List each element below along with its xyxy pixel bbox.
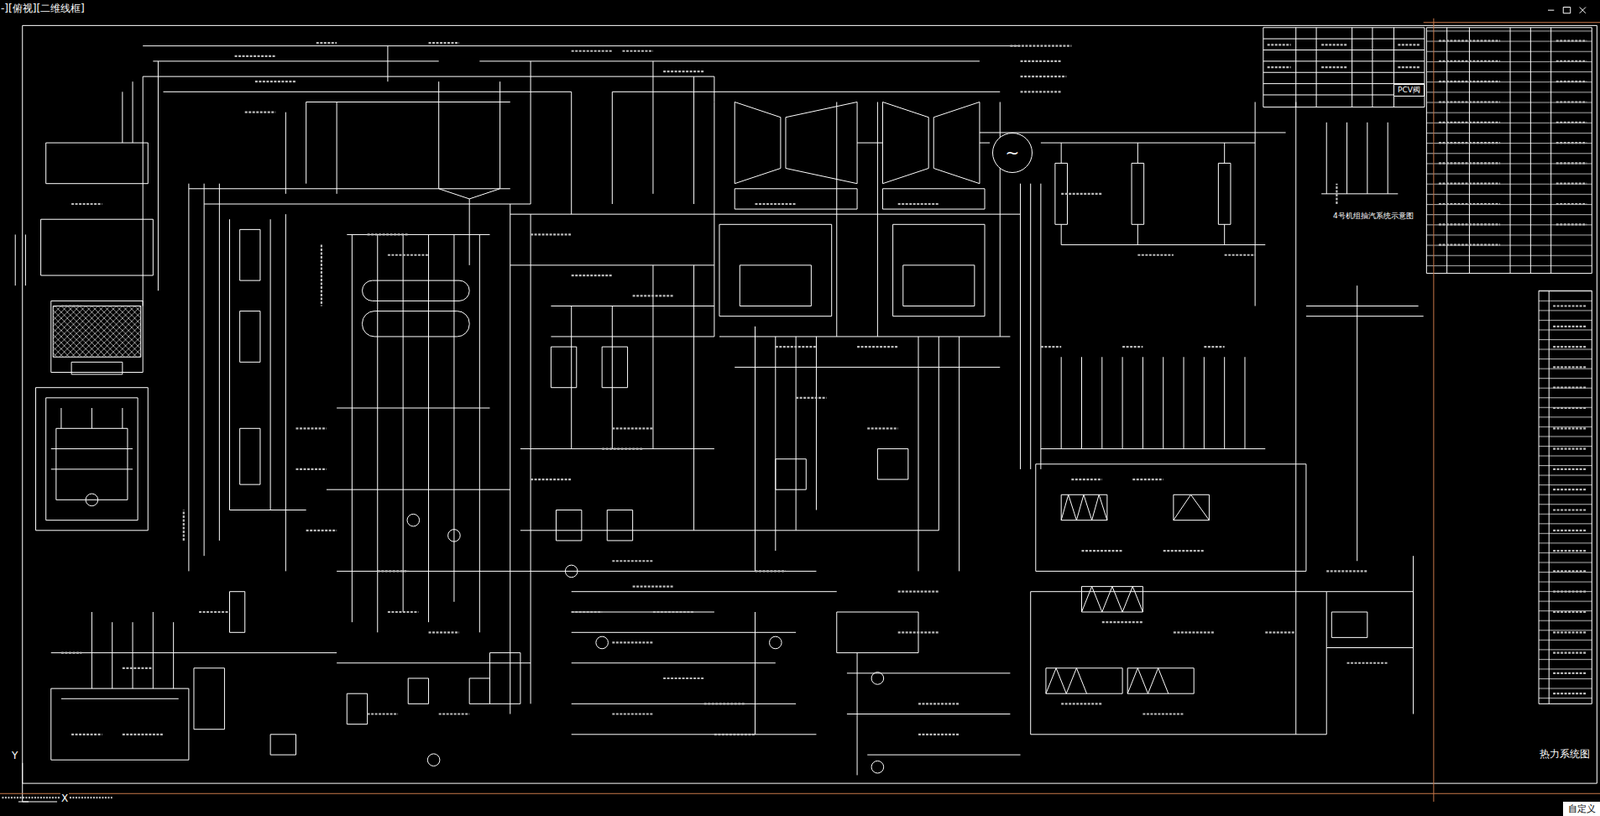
drawing-frame [22, 25, 1598, 784]
pump [564, 564, 578, 578]
subdiagram-caption: 4号机组抽汽系统示意图 [1332, 210, 1415, 222]
parts-list-column [1548, 290, 1550, 704]
window-buttons [1547, 7, 1586, 14]
pump [769, 636, 783, 649]
drum [362, 280, 471, 301]
axis-icon [18, 763, 58, 802]
condensate-lines [336, 326, 1020, 776]
window-title: -][俯视][二维线框] [0, 1, 86, 16]
axis-label: X [60, 792, 69, 805]
bottom-note [1, 796, 112, 799]
right-heaters [979, 102, 1398, 470]
legend-cell: PCV阀 [1393, 83, 1425, 97]
pump [596, 636, 609, 649]
pump [871, 760, 884, 774]
turbines [714, 102, 1000, 337]
pump [871, 672, 884, 685]
pump [448, 529, 461, 543]
pump [407, 513, 420, 527]
boiler [15, 142, 153, 531]
heaters [230, 214, 307, 571]
deaerator [362, 311, 471, 337]
node-text: PCV阀 [1397, 84, 1421, 96]
pump [427, 753, 440, 767]
generator-symbol: ~ [992, 132, 1033, 173]
pumps [407, 513, 884, 774]
burner [85, 493, 99, 507]
node-text: ~ [1005, 142, 1020, 163]
tank-area [51, 591, 337, 760]
small-annotations [61, 41, 1587, 735]
parts-list [1538, 290, 1592, 704]
symbol-table [1426, 27, 1592, 274]
boiler-tube-bank [52, 306, 142, 358]
drain-lines [1030, 102, 1424, 735]
node-text: 自定义 [1568, 802, 1596, 816]
pipe-lines [15, 7, 1597, 802]
sheet-border [0, 18, 1600, 802]
motor-blocks [1045, 494, 1368, 694]
viewport-tag: 自定义 [1563, 801, 1600, 816]
axis-label: Y [10, 749, 19, 762]
feed-lines [326, 81, 1021, 714]
symbol-table-columns [1447, 27, 1552, 274]
drawing-title: 热力系统图 [1538, 747, 1591, 762]
